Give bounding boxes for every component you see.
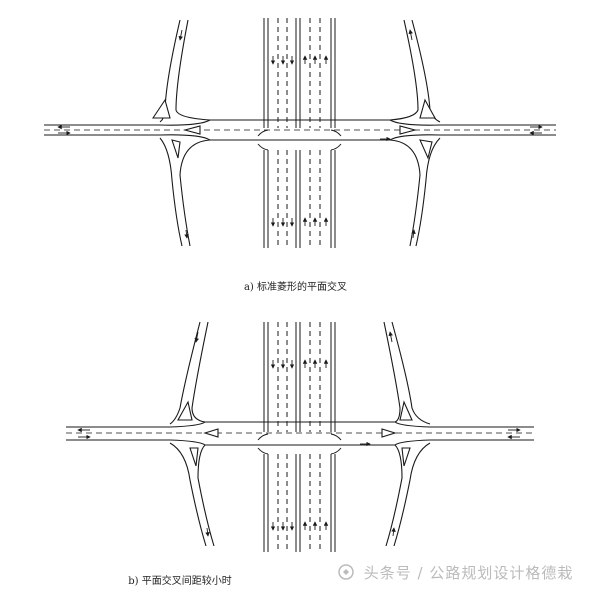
arrow-icon (57, 29, 543, 239)
watermark: 头条号 / 公路规划设计格德栽 (338, 562, 573, 583)
watermark-text: 头条号 / 公路规划设计格德栽 (363, 564, 574, 582)
diagram-a (44, 18, 556, 248)
logo-icon (338, 564, 354, 580)
diagram-b (66, 322, 534, 552)
caption-a: a) 标准菱形的平面交叉 (243, 282, 348, 293)
arrow-icon (77, 331, 521, 537)
caption-b: b) 平面交叉间距较小时 (128, 576, 232, 587)
